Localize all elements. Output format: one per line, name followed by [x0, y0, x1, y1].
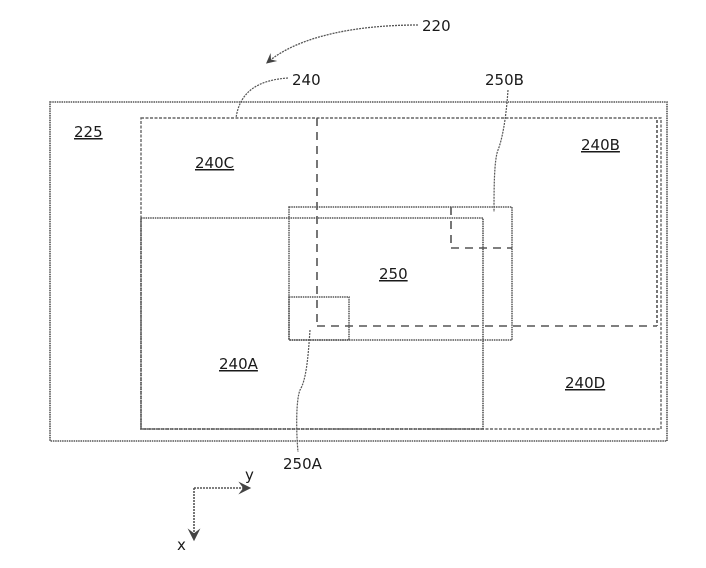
- y-axis-label: y: [245, 466, 254, 484]
- label-225: 225: [74, 123, 103, 141]
- label-240c: 240C: [195, 154, 234, 172]
- quadrant-240a-box: [140, 217, 484, 430]
- label-240b: 240B: [581, 136, 620, 154]
- x-axis-label: x: [177, 536, 186, 554]
- label-240d: 240D: [565, 374, 605, 392]
- sub-window-250a-box: [288, 296, 350, 341]
- label-240a: 240A: [219, 355, 259, 373]
- callout-240: 240: [292, 71, 321, 89]
- leader-250a: [296, 329, 311, 453]
- outer-frame-225: [49, 101, 668, 442]
- window-250-box: [288, 206, 513, 341]
- callout-250a: 250A: [283, 455, 323, 473]
- label-250: 250: [379, 265, 408, 283]
- callout-220: 220: [422, 17, 451, 35]
- leader-240: [235, 77, 289, 119]
- leader-220: [266, 24, 419, 64]
- leader-250b: [493, 89, 509, 213]
- callout-250b: 250B: [485, 71, 524, 89]
